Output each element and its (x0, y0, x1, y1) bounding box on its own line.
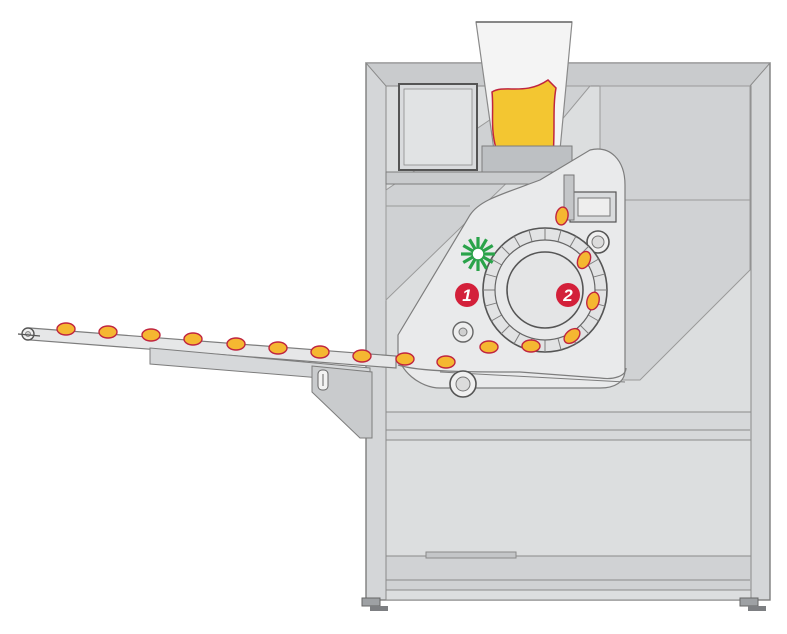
dough-piece (436, 355, 456, 369)
drum-pocket (513, 236, 521, 247)
gear-spoke (462, 244, 474, 253)
dough-hopper (475, 21, 573, 173)
drum-pocket (557, 229, 562, 242)
dough-piece (576, 250, 592, 270)
dough-piece (183, 332, 203, 346)
gear-spoke (462, 255, 474, 264)
drum-pocket (588, 314, 599, 322)
drum-pocket (569, 236, 577, 247)
control-box (385, 83, 569, 185)
gear-spoke (482, 255, 494, 264)
callout-2-label: 2 (562, 286, 573, 305)
dough-piece (563, 327, 581, 345)
drum-pocket (500, 245, 510, 255)
drum-pocket (484, 273, 497, 278)
drum-pocket (500, 325, 510, 335)
drum-pocket (557, 338, 562, 351)
dough-piece (586, 291, 600, 311)
gear-hub (471, 247, 485, 261)
dough-piece (98, 325, 118, 339)
drum-pocket (491, 258, 502, 266)
dough-piece (141, 328, 161, 342)
dough-piece (56, 322, 76, 336)
gear-icon (461, 237, 495, 271)
dough-piece (521, 339, 541, 353)
output-conveyor (17, 327, 397, 439)
drum-pocket (491, 314, 502, 322)
dough-piece (395, 352, 415, 366)
dough-piece (226, 337, 246, 351)
drum-pocket (484, 302, 497, 307)
gear-spoke (468, 238, 477, 250)
dough-piece (555, 206, 569, 226)
drum-pocket (528, 229, 533, 242)
drum-pocket (580, 325, 590, 335)
drum-pocket (513, 333, 521, 344)
dough-piece (479, 340, 499, 354)
dividing-drum (506, 251, 584, 329)
drum-pocket (593, 273, 606, 278)
dough-piece (268, 341, 288, 355)
dough-piece (310, 345, 330, 359)
drum-pocket (588, 258, 599, 266)
callout-1-label: 1 (462, 286, 471, 305)
dough-pieces (56, 206, 600, 369)
divider-housing (397, 148, 627, 398)
gear-spoke (482, 244, 494, 253)
dough-piece (352, 349, 372, 363)
callout-2: 2 (556, 283, 580, 307)
gear-spoke (468, 258, 477, 270)
callout-1: 1 (455, 283, 479, 307)
gear-spoke (479, 258, 488, 270)
gear-spoke (479, 238, 488, 250)
